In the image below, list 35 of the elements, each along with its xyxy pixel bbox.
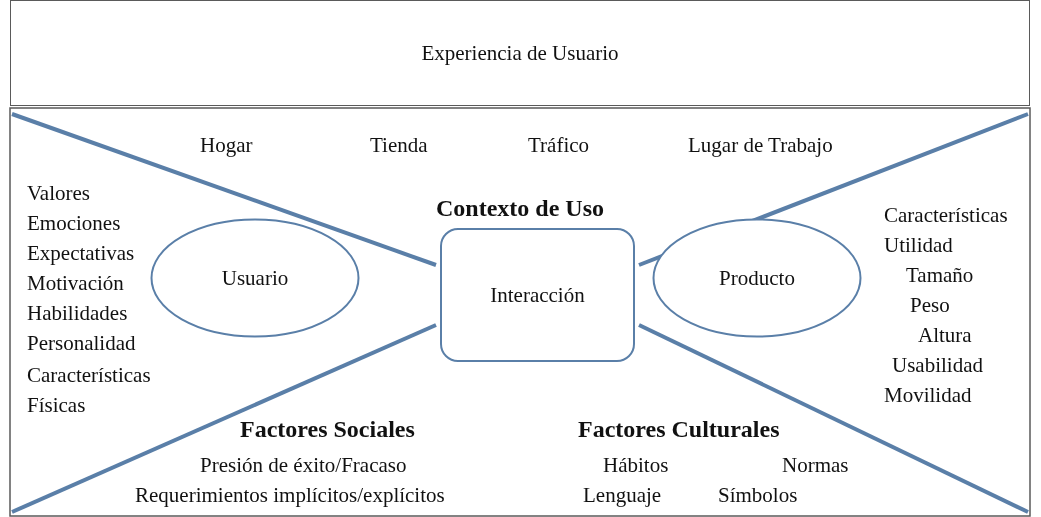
section-heading: Contexto de Uso	[436, 195, 604, 221]
context-label: Tráfico	[528, 132, 590, 158]
process-box	[440, 228, 635, 362]
product-attribute: Características	[884, 202, 1008, 228]
user-attribute: Habilidades	[27, 300, 128, 326]
context-label: Tienda	[370, 132, 428, 158]
cultural-factor: Lenguaje	[583, 482, 662, 508]
product-attribute: Utilidad	[884, 232, 953, 258]
user-attribute: Personalidad	[27, 330, 136, 356]
ellipse-node	[652, 218, 862, 338]
user-attribute: Motivación	[27, 270, 124, 296]
node-label: Producto	[719, 265, 795, 291]
section-heading: Factores Sociales	[240, 416, 415, 442]
social-factor: Requerimientos implícitos/explícitos	[135, 482, 445, 508]
node-label: Usuario	[221, 265, 289, 291]
user-attribute: Expectativas	[27, 240, 135, 266]
product-attribute: Altura	[918, 322, 972, 348]
cultural-factor: Símbolos	[718, 482, 798, 508]
context-label: Lugar de Trabajo	[688, 132, 833, 158]
section-heading: Factores Culturales	[578, 416, 780, 442]
ellipse-node	[150, 218, 360, 338]
product-attribute: Peso	[910, 292, 950, 318]
product-attribute: Movilidad	[884, 382, 972, 408]
social-factor: Presión de éxito/Fracaso	[200, 452, 407, 478]
cultural-factor: Normas	[782, 452, 849, 478]
context-label: Hogar	[200, 132, 253, 158]
user-attribute: Características Físicas	[27, 362, 152, 419]
node-label: Experiencia de Usuario	[421, 40, 619, 66]
product-attribute: Usabilidad	[892, 352, 983, 378]
user-attribute: Valores	[27, 180, 90, 206]
user-attribute: Emociones	[27, 210, 121, 236]
title-band	[10, 0, 1030, 106]
node-label: Interacción	[490, 282, 585, 308]
cultural-factor: Hábitos	[603, 452, 669, 478]
product-attribute: Tamaño	[906, 262, 974, 288]
